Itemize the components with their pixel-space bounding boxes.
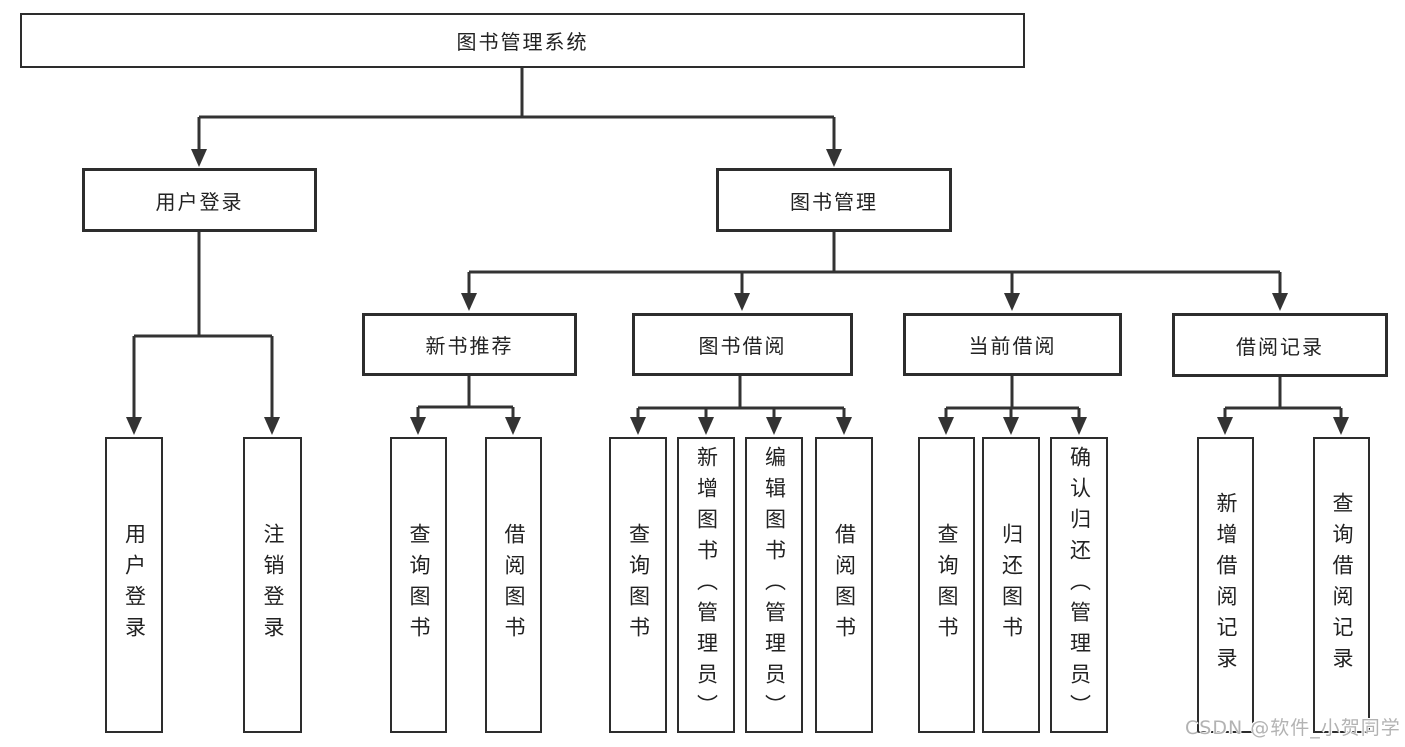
node-label: 编辑图书（管理员） [762, 445, 787, 725]
leaf-query-borrow-record: 查询借阅记录 [1313, 437, 1370, 733]
node-label: 注销登录 [261, 523, 285, 647]
node-label: 查询借阅记录 [1330, 492, 1354, 678]
leaf-logout: 注销登录 [243, 437, 302, 733]
node-borrow-records: 借阅记录 [1172, 313, 1388, 377]
node-label: 借阅图书 [832, 523, 857, 647]
node-label: 查询图书 [626, 523, 651, 647]
node-current-borrow: 当前借阅 [903, 313, 1122, 376]
node-label: 借阅记录 [1236, 334, 1324, 359]
leaf-return-books: 归还图书 [982, 437, 1040, 733]
leaf-edit-books-admin: 编辑图书（管理员） [745, 437, 803, 733]
node-label: 图书借阅 [698, 334, 787, 358]
node-label: 当前借阅 [968, 334, 1057, 358]
node-label: 查询图书 [407, 523, 431, 647]
node-book-borrow: 图书借阅 [632, 313, 853, 376]
watermark-text: CSDN @软件_小贺同学 [1185, 717, 1401, 739]
node-label: 归还图书 [999, 523, 1024, 647]
leaf-query-books-borrow: 查询图书 [609, 437, 667, 733]
node-label: 用户登录 [155, 189, 244, 214]
node-label: 查询图书 [935, 523, 959, 647]
node-library-management-system: 图书管理系统 [20, 13, 1025, 68]
node-new-book-recommend: 新书推荐 [362, 313, 577, 376]
node-label: 新书推荐 [425, 334, 514, 358]
node-label: 新增图书（管理员） [694, 445, 719, 725]
leaf-query-books-recommend: 查询图书 [390, 437, 447, 733]
node-book-management: 图书管理 [716, 168, 952, 232]
node-label: 借阅图书 [502, 523, 526, 647]
leaf-borrow-books-recommend: 借阅图书 [485, 437, 542, 733]
leaf-query-books-current: 查询图书 [918, 437, 975, 733]
leaf-user-login: 用户登录 [105, 437, 163, 733]
arrowhead-icons [126, 149, 1349, 435]
leaf-add-borrow-record: 新增借阅记录 [1197, 437, 1254, 733]
leaf-add-books-admin: 新增图书（管理员） [677, 437, 735, 733]
node-label: 图书管理 [790, 189, 878, 214]
node-label: 确认归还（管理员） [1067, 445, 1092, 725]
node-label: 用户登录 [122, 523, 147, 647]
node-user-login: 用户登录 [82, 168, 317, 232]
node-label: 新增借阅记录 [1214, 492, 1238, 678]
node-label: 图书管理系统 [456, 30, 589, 54]
leaf-confirm-return-admin: 确认归还（管理员） [1050, 437, 1108, 733]
leaf-borrow-books: 借阅图书 [815, 437, 873, 733]
